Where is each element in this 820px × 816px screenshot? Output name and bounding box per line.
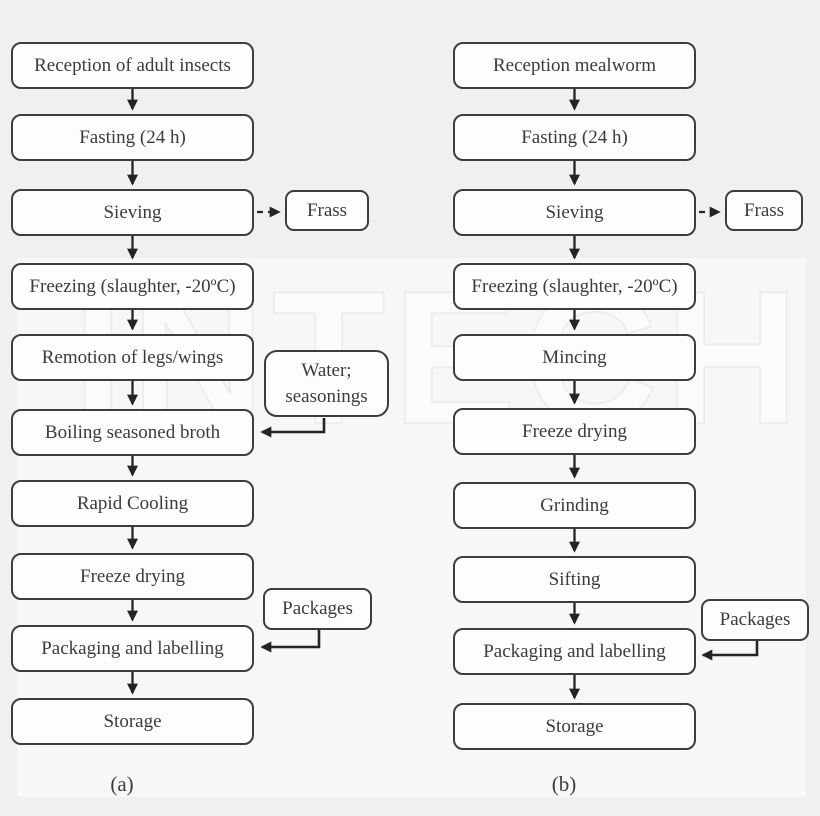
flow-a-step-packaging: Packaging and labelling — [11, 625, 254, 672]
flow-a-frass-box: Frass — [285, 190, 369, 231]
flow-b-step-storage: Storage — [453, 703, 696, 750]
flow-b-step-sieving: Sieving — [453, 189, 696, 236]
flow-a-water-box: Water; seasonings — [264, 350, 389, 417]
flow-a-caption: (a) — [110, 772, 134, 796]
flow-a-step-storage: Storage — [11, 698, 254, 745]
flow-b-step-reception: Reception mealworm — [453, 42, 696, 89]
flow-b-frass-box: Frass — [725, 190, 803, 231]
flow-b-step-freezing: Freezing (slaughter, -20ºC) — [453, 263, 696, 310]
flow-a-step-sieving: Sieving — [11, 189, 254, 236]
flow-a-step-remotion: Remotion of legs/wings — [11, 334, 254, 381]
flow-b-caption: (b) — [551, 772, 577, 796]
flow-a-step-freezedry: Freeze drying — [11, 553, 254, 600]
flow-b-packages-box: Packages — [701, 599, 809, 641]
flow-a-step-fasting: Fasting (24 h) — [11, 114, 254, 161]
flow-b-step-grinding: Grinding — [453, 482, 696, 529]
flow-b-step-freezedry: Freeze drying — [453, 408, 696, 455]
flow-a-step-freezing: Freezing (slaughter, -20ºC) — [11, 263, 254, 310]
flow-a-step-boiling: Boiling seasoned broth — [11, 409, 254, 456]
flow-b-step-sifting: Sifting — [453, 556, 696, 603]
flow-b-step-mincing: Mincing — [453, 334, 696, 381]
flow-b-step-fasting: Fasting (24 h) — [453, 114, 696, 161]
flow-a-step-reception: Reception of adult insects — [11, 42, 254, 89]
flow-a-step-cooling: Rapid Cooling — [11, 480, 254, 527]
flow-b-step-packaging: Packaging and labelling — [453, 628, 696, 675]
flow-a-packages-box: Packages — [263, 588, 372, 630]
